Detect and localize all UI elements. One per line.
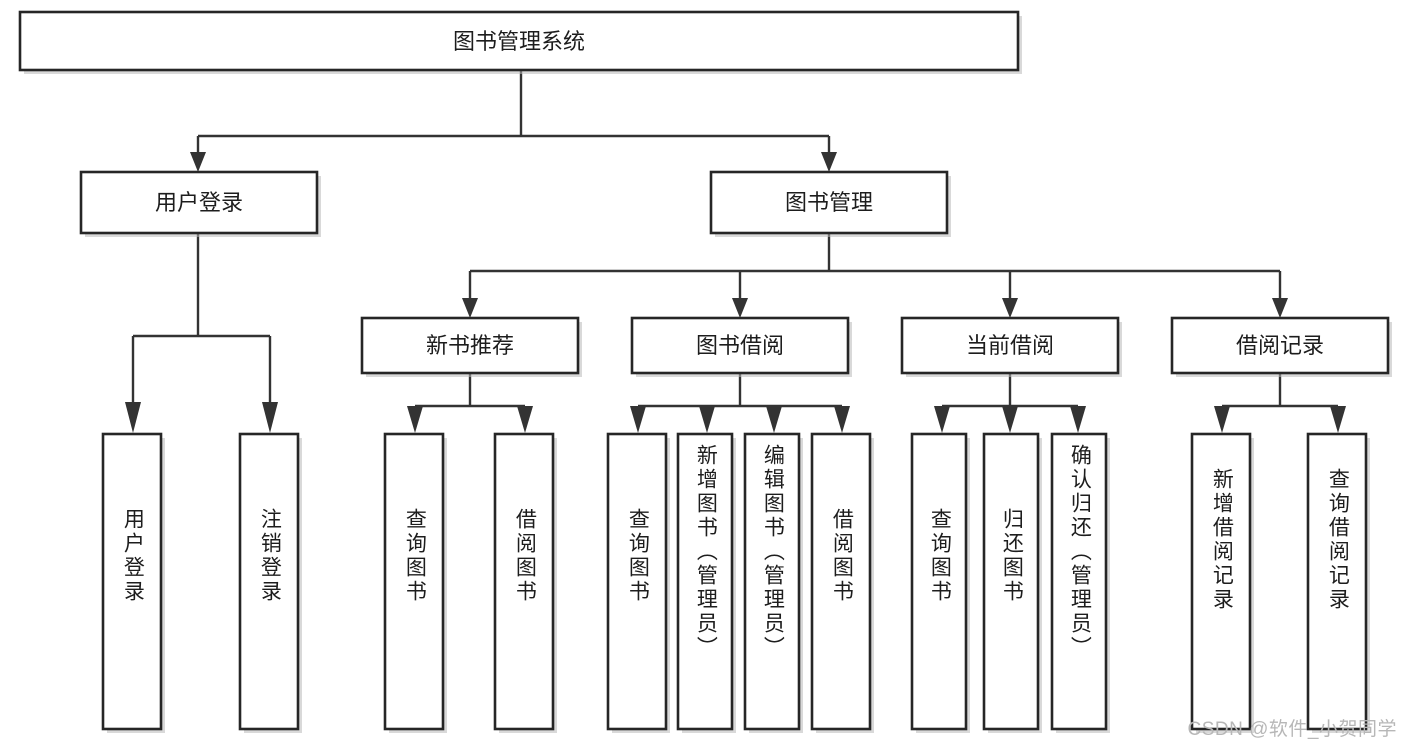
node-current-borrow-label: 当前借阅 — [966, 333, 1054, 358]
arrow-head-leaf-edit-book — [766, 406, 782, 433]
arrow-head-user-login — [190, 152, 206, 172]
node-leaf-query-record-box[interactable] — [1306, 432, 1368, 731]
connector-group-borrow-record — [1214, 373, 1346, 433]
node-leaf-user-login-box[interactable] — [101, 432, 163, 731]
node-leaf-return-book[interactable] — [982, 432, 1042, 733]
node-current-borrow-box[interactable] — [900, 316, 1120, 375]
node-leaf-add-book[interactable] — [676, 432, 736, 733]
node-user-login[interactable]: 用户登录 — [79, 170, 321, 237]
node-root[interactable]: 图书管理系统 — [18, 10, 1022, 74]
node-root-box[interactable] — [18, 10, 1020, 72]
connector-group-root — [190, 71, 837, 172]
node-book-manage[interactable]: 图书管理 — [709, 170, 951, 237]
connector-group-book-manage — [462, 233, 1288, 318]
node-leaf-borrow-book-2-box[interactable] — [810, 432, 872, 731]
node-leaf-query-book-2-box[interactable] — [606, 432, 668, 731]
connector-group-new-book-recommend — [407, 373, 533, 433]
connector-group-user-login — [125, 233, 278, 433]
connector-group-current-borrow — [934, 373, 1086, 433]
node-leaf-add-record-box[interactable] — [1190, 432, 1252, 731]
node-new-book-recommend-label: 新书推荐 — [426, 333, 514, 358]
arrow-head-leaf-return-book — [1002, 406, 1018, 433]
node-book-borrow[interactable]: 图书借阅 — [630, 316, 852, 377]
arrow-head-leaf-query-book-1 — [407, 406, 423, 433]
arrow-head-leaf-add-book — [699, 406, 715, 433]
node-leaf-user-login[interactable] — [101, 432, 165, 733]
arrow-head-leaf-query-book-3 — [934, 406, 950, 433]
arrow-head-leaf-borrow-book-2 — [834, 406, 850, 433]
node-book-borrow-label: 图书借阅 — [696, 333, 784, 358]
node-book-manage-label: 图书管理 — [785, 190, 873, 215]
node-borrow-record-label: 借阅记录 — [1236, 333, 1324, 358]
csdn-watermark: CSDN @软件_小贺同学 — [1187, 719, 1397, 740]
arrow-head-leaf-user-login — [125, 402, 141, 433]
node-leaf-return-book-box[interactable] — [982, 432, 1040, 731]
arrow-head-current-borrow — [1002, 298, 1018, 318]
node-user-login-label: 用户登录 — [155, 190, 243, 215]
node-leaf-query-book-2[interactable] — [606, 432, 670, 733]
node-book-borrow-box[interactable] — [630, 316, 850, 375]
arrow-head-leaf-query-record — [1330, 406, 1346, 433]
node-leaf-add-book-box[interactable] — [676, 432, 734, 731]
arrow-head-leaf-query-book-2 — [630, 406, 646, 433]
node-user-login-box[interactable] — [79, 170, 319, 235]
arrow-head-leaf-confirm-return — [1070, 406, 1086, 433]
node-leaf-borrow-book-1[interactable] — [493, 432, 557, 733]
arrow-head-leaf-user-logout — [262, 402, 278, 433]
node-leaf-borrow-book-2[interactable] — [810, 432, 874, 733]
arrow-head-new-book-recommend — [462, 298, 478, 318]
node-book-manage-box[interactable] — [709, 170, 949, 235]
node-leaf-edit-book[interactable] — [743, 432, 803, 733]
node-leaf-borrow-book-1-box[interactable] — [493, 432, 555, 731]
node-leaf-query-record[interactable] — [1306, 432, 1370, 733]
node-leaf-edit-book-box[interactable] — [743, 432, 801, 731]
connector-group-book-borrow — [630, 373, 850, 433]
node-new-book-recommend-box[interactable] — [360, 316, 580, 375]
arrow-head-book-manage — [821, 152, 837, 172]
node-leaf-confirm-return[interactable] — [1050, 432, 1110, 733]
node-current-borrow[interactable]: 当前借阅 — [900, 316, 1122, 377]
node-root-label: 图书管理系统 — [453, 29, 585, 54]
arrow-head-leaf-borrow-book-1 — [517, 406, 533, 433]
node-borrow-record-box[interactable] — [1170, 316, 1390, 375]
node-leaf-add-record[interactable] — [1190, 432, 1254, 733]
node-leaf-query-book-1[interactable] — [383, 432, 447, 733]
node-leaf-user-logout[interactable] — [238, 432, 302, 733]
node-leaf-query-book-3[interactable] — [910, 432, 970, 733]
node-new-book-recommend[interactable]: 新书推荐 — [360, 316, 582, 377]
arrow-head-leaf-add-record — [1214, 406, 1230, 433]
node-leaf-query-book-3-box[interactable] — [910, 432, 968, 731]
arrow-head-borrow-record — [1272, 298, 1288, 318]
node-leaf-user-logout-box[interactable] — [238, 432, 300, 731]
node-borrow-record[interactable]: 借阅记录 — [1170, 316, 1392, 377]
arrow-head-book-borrow — [732, 298, 748, 318]
node-leaf-query-book-1-box[interactable] — [383, 432, 445, 731]
node-leaf-confirm-return-box[interactable] — [1050, 432, 1108, 731]
